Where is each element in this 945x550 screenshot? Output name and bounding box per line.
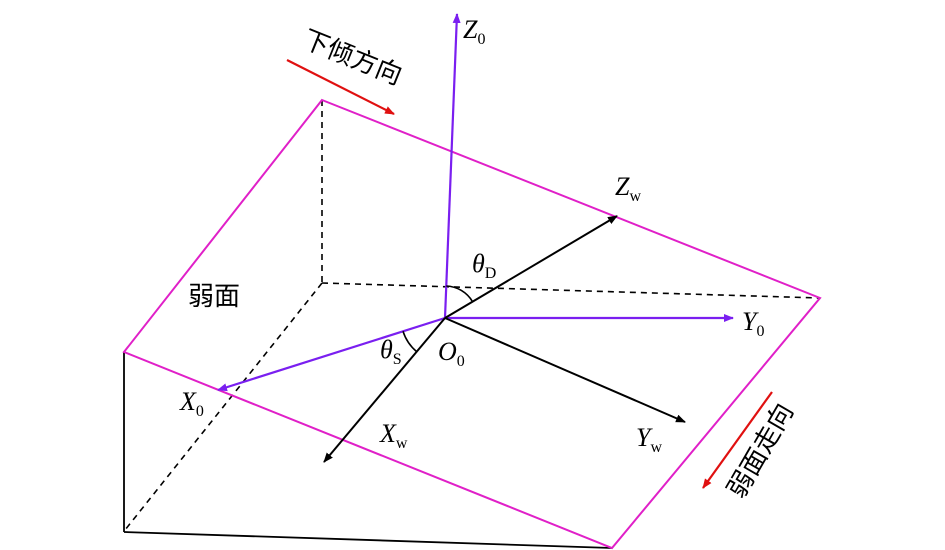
direction-arrows [286, 59, 773, 489]
world-axes [217, 13, 734, 392]
theta-s-label: θS [380, 335, 402, 368]
zw-axis [444, 215, 618, 319]
hidden-edges [124, 100, 821, 531]
x0-axis [217, 316, 446, 392]
box-edges [123, 352, 613, 549]
hidden-left-edge [124, 282, 323, 531]
z0-axis [443, 13, 461, 319]
angle-arcs [402, 285, 474, 353]
weak-plane-outline [122, 98, 822, 550]
xw-axis [323, 317, 446, 463]
yw-label: Yw [636, 423, 662, 456]
yw-axis [444, 317, 686, 423]
hidden-back-edge [321, 282, 821, 299]
dip-direction-arrow [286, 59, 395, 115]
theta-d-arc [446, 285, 474, 303]
strike-direction-arrow [702, 391, 773, 489]
weak-plane-label: 弱面 [188, 282, 240, 312]
theta-s-arc [402, 331, 418, 353]
z0-label: Z0 [463, 15, 485, 48]
local-axes [323, 215, 686, 463]
origin-label: O0 [438, 337, 465, 370]
zw-label: Zw [615, 172, 641, 205]
theta-d-label: θD [472, 249, 496, 282]
x0-label: X0 [179, 387, 204, 420]
strike-direction-label: 弱面走向 [722, 398, 800, 503]
y0-label: Y0 [742, 307, 764, 340]
bottom-edge [123, 531, 613, 549]
dip-direction-label: 下倾方向 [298, 25, 406, 92]
xw-label: Xw [379, 419, 408, 452]
